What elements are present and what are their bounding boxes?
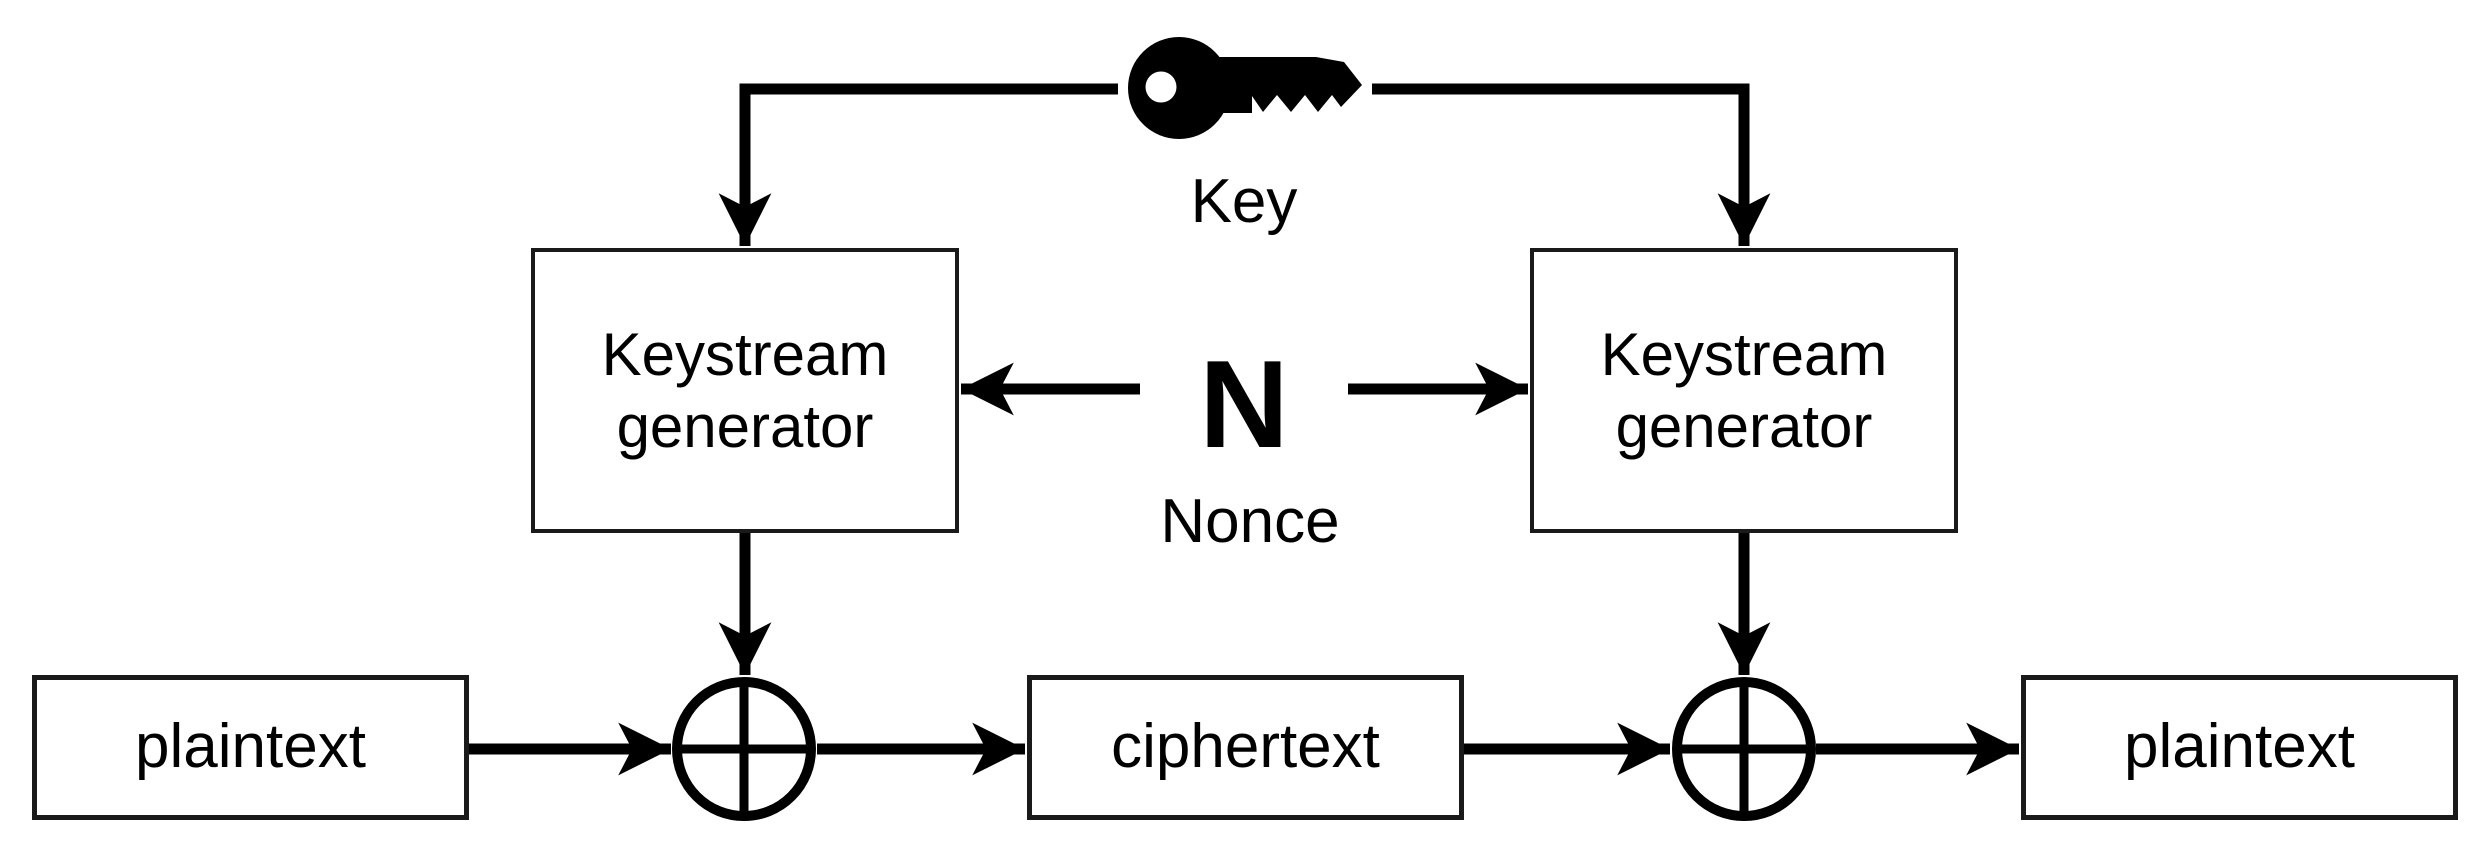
plaintext-box-right: plaintext: [2021, 675, 2458, 820]
key-icon: [1128, 37, 1362, 139]
plaintext-label: plaintext: [135, 712, 366, 782]
keystream-generator-label: Keystream generator: [601, 320, 889, 460]
ciphertext-label: ciphertext: [1111, 712, 1380, 782]
keystream-generator-label: Keystream generator: [1600, 320, 1888, 460]
plaintext-box-left: plaintext: [32, 675, 469, 820]
xor-icon: [1672, 677, 1816, 821]
nonce-symbol: N: [1199, 336, 1289, 474]
plaintext-label: plaintext: [2124, 712, 2355, 782]
keystream-generator-box-left: Keystream generator: [531, 248, 959, 533]
keystream-generator-box-right: Keystream generator: [1530, 248, 1958, 533]
ciphertext-box: ciphertext: [1027, 675, 1464, 820]
xor-icon: [672, 677, 816, 821]
nonce-label: Nonce: [1160, 487, 1340, 556]
key-label: Key: [1190, 167, 1298, 236]
